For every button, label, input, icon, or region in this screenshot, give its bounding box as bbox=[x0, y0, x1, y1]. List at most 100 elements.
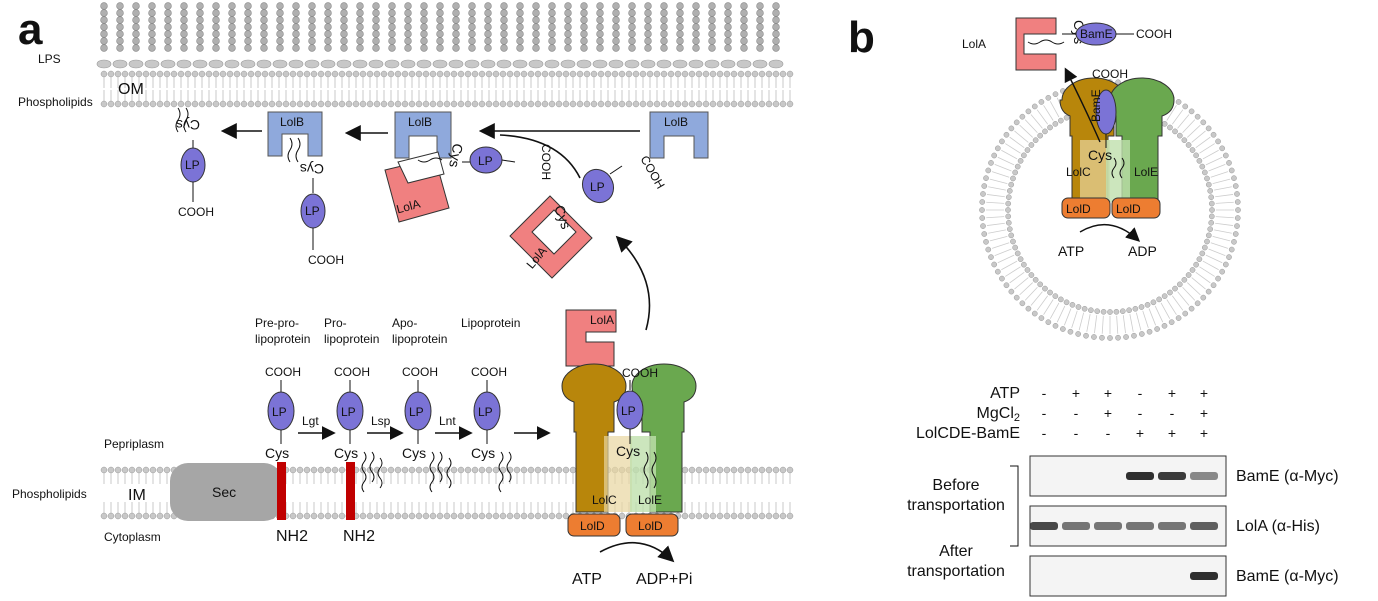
stage-cooh-2: COOH bbox=[402, 365, 438, 379]
stage-lp-label-3: LP bbox=[478, 405, 493, 419]
lps-layer bbox=[96, 2, 784, 69]
stage-label-0: Pre-pro- bbox=[255, 316, 299, 330]
band-1-0 bbox=[1030, 522, 1058, 530]
panel-a-label: a bbox=[18, 5, 43, 54]
lolb-2: LolB bbox=[394, 111, 452, 159]
cytoplasm-label: Cytoplasm bbox=[104, 530, 161, 544]
phospholipids-bottom-label: Phospholipids bbox=[12, 487, 87, 501]
bame-label-b1: BamE bbox=[1080, 27, 1113, 41]
om-label: OM bbox=[118, 81, 144, 98]
cooh-label-4: COOH bbox=[638, 153, 668, 191]
condition-sign-2-0: - bbox=[1042, 425, 1047, 441]
stage-lp-label-0: LP bbox=[272, 405, 287, 419]
lola-free: LolA bbox=[565, 309, 617, 367]
condition-sign-0-0: - bbox=[1042, 385, 1047, 401]
condition-sign-0-5: + bbox=[1200, 385, 1208, 401]
lola-label-1: LolA bbox=[395, 197, 422, 217]
blot-label-0: BamE (α-Myc) bbox=[1236, 468, 1339, 485]
nh2-label-2: NH2 bbox=[343, 528, 375, 545]
condition-sign-2-5: + bbox=[1200, 425, 1208, 441]
western-blots: BamE (α-Myc)LolA (α-His)BamE (α-Myc) bbox=[1029, 455, 1339, 597]
periplasm-label: Pepriplasm bbox=[104, 437, 164, 451]
lold-label-b2: LolD bbox=[1116, 202, 1141, 216]
band-1-4 bbox=[1158, 522, 1186, 530]
condition-sign-1-3: - bbox=[1138, 405, 1143, 421]
cooh-label-3: COOH bbox=[539, 144, 553, 180]
condition-sign-1-1: - bbox=[1074, 405, 1079, 421]
nh2-label-1: NH2 bbox=[276, 528, 308, 545]
lolb-1-label: LolB bbox=[280, 115, 304, 129]
atp-label-b: ATP bbox=[1058, 243, 1084, 259]
lolb-3: LolB bbox=[649, 111, 709, 159]
band-0-4 bbox=[1158, 472, 1186, 480]
lp-label-4: LP bbox=[590, 180, 605, 194]
lolcde-complex-b: LolC LolE LolD LolD BamE COOH Cys ATP AD… bbox=[1058, 67, 1175, 259]
lp-label-1: LP bbox=[185, 158, 200, 172]
condition-sign-1-4: - bbox=[1170, 405, 1175, 421]
condition-label-2: LolCDE-BamE bbox=[916, 425, 1020, 442]
bame-label-b2: BamE bbox=[1089, 89, 1103, 122]
enzyme-label-2: Lnt bbox=[439, 414, 456, 428]
cys-label-4: Cys bbox=[551, 203, 574, 231]
blot-conditions: ATP-++-++MgCl2--+--+LolCDE-BamE---+++ bbox=[916, 385, 1208, 442]
cys-label-lolcde: Cys bbox=[616, 443, 640, 459]
cys-label-3: Cys bbox=[446, 142, 466, 169]
cys-label-1: Cys bbox=[176, 117, 200, 133]
stage-cooh-3: COOH bbox=[471, 365, 507, 379]
stage-cooh-0: COOH bbox=[265, 365, 301, 379]
stage-lp-label-2: LP bbox=[409, 405, 424, 419]
band-1-1 bbox=[1062, 522, 1090, 530]
condition-sign-2-4: + bbox=[1168, 425, 1176, 441]
cooh-label-lolcde: COOH bbox=[622, 366, 658, 380]
condition-label-0: ATP bbox=[990, 385, 1020, 402]
cys-label-b2: Cys bbox=[1088, 147, 1112, 163]
lold-label-a1: LolD bbox=[580, 519, 605, 533]
stage-cooh-1: COOH bbox=[334, 365, 370, 379]
adp-label-b: ADP bbox=[1128, 243, 1157, 259]
band-2-5 bbox=[1190, 572, 1218, 580]
lole-label-a: LolE bbox=[638, 493, 662, 507]
band-0-3 bbox=[1126, 472, 1154, 480]
lold-label-a2: LolD bbox=[638, 519, 663, 533]
lps-label: LPS bbox=[38, 52, 61, 66]
panel-b-label: b bbox=[848, 13, 875, 62]
lolb-3-label: LolB bbox=[664, 115, 688, 129]
condition-sign-2-3: + bbox=[1136, 425, 1144, 441]
lolb-1: LolB bbox=[267, 111, 323, 157]
stage-label-2: lipoprotein bbox=[392, 332, 447, 346]
signal-peptide-0 bbox=[277, 462, 286, 520]
lolc-label-b: LolC bbox=[1066, 165, 1091, 179]
cooh-label-2: COOH bbox=[308, 253, 344, 267]
lola-lolb-complex: LolA Cys LP COOH bbox=[384, 142, 553, 223]
condition-sign-2-1: - bbox=[1074, 425, 1079, 441]
atp-label-a: ATP bbox=[572, 571, 602, 588]
outer-membrane bbox=[100, 70, 794, 108]
band-1-2 bbox=[1094, 522, 1122, 530]
arrow-curve-lolcde bbox=[615, 235, 651, 331]
band-0-5 bbox=[1190, 472, 1218, 480]
stage-label-3: Lipoprotein bbox=[461, 316, 520, 330]
adp-pi-label: ADP+Pi bbox=[636, 571, 692, 588]
im-label: IM bbox=[128, 487, 146, 504]
enzyme-label-0: Lgt bbox=[302, 414, 319, 428]
condition-label-1: MgCl2 bbox=[977, 405, 1020, 424]
cooh-label-1: COOH bbox=[178, 205, 214, 219]
sec-label: Sec bbox=[212, 484, 236, 500]
stage-label-1: lipoprotein bbox=[324, 332, 379, 346]
lp-label-3: LP bbox=[478, 154, 493, 168]
stage-cys-2: Cys bbox=[402, 445, 426, 461]
stage-cys-3: Cys bbox=[471, 445, 495, 461]
lola-label-3: LolA bbox=[590, 313, 614, 327]
lola-bame-released: LolA Cys BamE COOH bbox=[962, 17, 1172, 71]
band-1-3 bbox=[1126, 522, 1154, 530]
enzyme-label-1: Lsp bbox=[371, 414, 391, 428]
lipoprotein-stages: Pre-pro-lipoproteinCOOHLPCysPro-lipoprot… bbox=[255, 316, 520, 520]
lolb-2-label: LolB bbox=[408, 115, 432, 129]
lold-label-b1: LolD bbox=[1066, 202, 1091, 216]
condition-sign-1-5: + bbox=[1200, 405, 1208, 421]
lola-lp-periplasm: LolA Cys LP COOH bbox=[509, 153, 668, 279]
cooh-label-b1: COOH bbox=[1136, 27, 1172, 41]
arrow-curve-upper bbox=[499, 134, 581, 179]
